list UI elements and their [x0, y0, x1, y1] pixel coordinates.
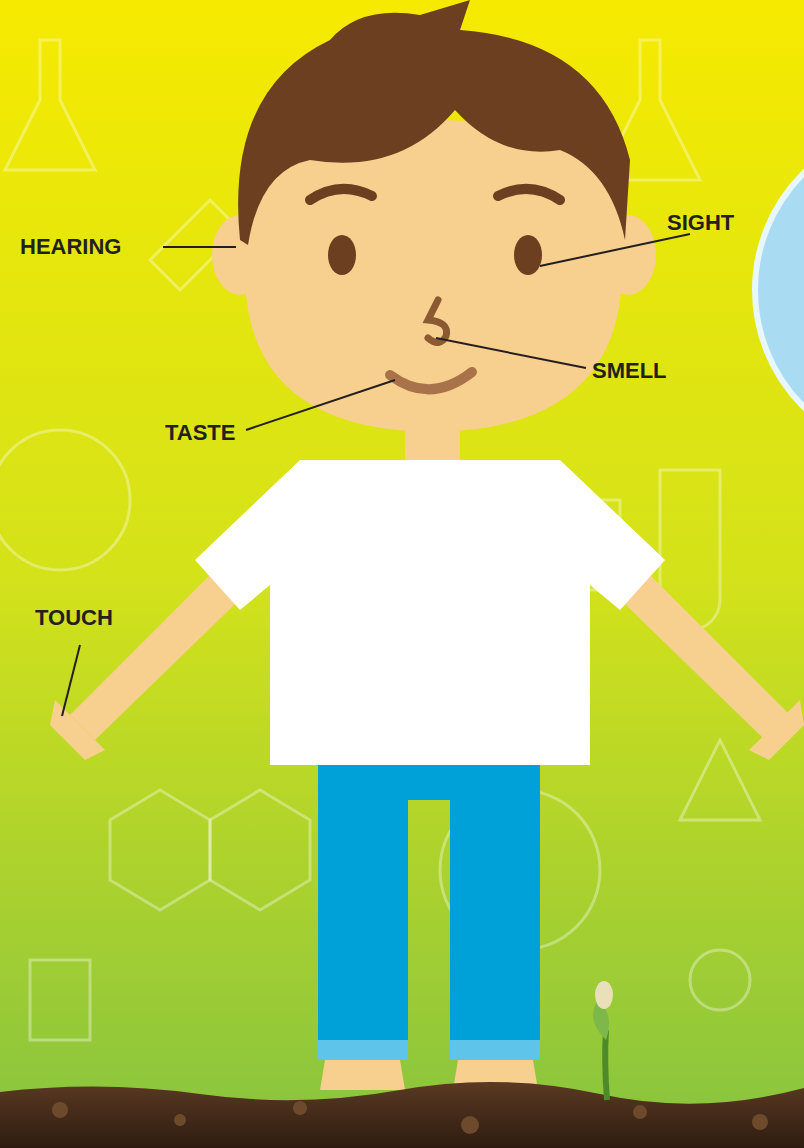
hair	[238, 0, 630, 245]
soil	[0, 1082, 804, 1148]
left-cuff	[318, 1040, 408, 1060]
sense-label: HEARING	[20, 236, 121, 258]
seed-husk	[595, 981, 613, 1009]
face	[245, 120, 622, 432]
sprout-stem	[605, 1030, 607, 1100]
left-eye	[328, 235, 356, 275]
sense-label: SIGHT	[667, 212, 734, 234]
left-hand	[50, 700, 105, 760]
shirt	[195, 460, 665, 765]
sense-label: SMELL	[592, 360, 667, 382]
soil-clumps	[52, 1101, 768, 1134]
mouth	[390, 372, 472, 389]
sense-label: TASTE	[165, 422, 235, 444]
right-cuff	[450, 1040, 540, 1060]
sense-label: TOUCH	[35, 607, 113, 629]
left-brow	[310, 189, 372, 200]
left-foot	[320, 1060, 405, 1090]
pants	[318, 765, 540, 1045]
nose	[428, 300, 447, 343]
right-eye	[514, 235, 542, 275]
leader-lines	[62, 234, 690, 716]
bubble	[755, 125, 804, 455]
right-brow	[498, 189, 560, 200]
right-hand	[749, 700, 804, 760]
